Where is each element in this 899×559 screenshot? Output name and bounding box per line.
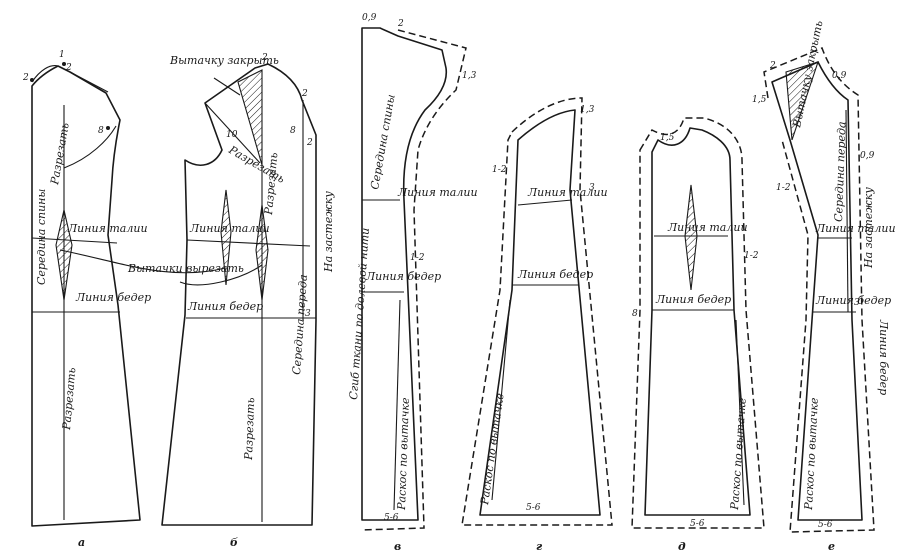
piece-c: 0,9 2 1,3 1-2 Сгиб ткани по долевой нити… bbox=[347, 13, 478, 553]
label-a-waist-1: Линия талии bbox=[67, 222, 148, 235]
label-f-hip: Линия бедер bbox=[815, 294, 891, 307]
label-b-hip: Линия бедер bbox=[187, 300, 263, 313]
label-f-09: 0,9 bbox=[860, 151, 875, 161]
piece-b-waist-dart bbox=[220, 189, 232, 286]
caption-b: б bbox=[230, 536, 238, 549]
label-c-12: 1-2 bbox=[410, 253, 425, 263]
piece-d: 1,3 1-2 3 Линия талии Линия бедер Раскос… bbox=[461, 97, 613, 553]
piece-a-waist-line bbox=[31, 237, 118, 244]
label-b-cut-3: Разрезать bbox=[242, 397, 257, 461]
piece-b-side-dart bbox=[255, 204, 269, 301]
label-e-12: 1-2 bbox=[744, 251, 759, 261]
label-c-2: 2 bbox=[397, 19, 404, 29]
label-b-3: 3 bbox=[305, 309, 311, 319]
label-b-fastener: На застежку bbox=[322, 191, 335, 273]
piece-b-dart-cut bbox=[204, 102, 261, 164]
label-f-09-top: 0,9 bbox=[832, 71, 847, 81]
label-b-8: 8 bbox=[290, 126, 296, 136]
piece-f-outline bbox=[771, 61, 863, 521]
label-a-hip-1: Линия бедер bbox=[75, 291, 151, 304]
piece-a-armhole-cut bbox=[63, 125, 117, 169]
piece-d-outline bbox=[479, 109, 601, 516]
label-d-13: 1,3 bbox=[580, 105, 595, 115]
piece-b-outline bbox=[161, 63, 317, 526]
label-e-15: 1,5 bbox=[660, 133, 675, 143]
label-b-front-center: Середина переда bbox=[290, 274, 310, 375]
piece-c-seam-allowance bbox=[361, 29, 467, 531]
caption-e: д bbox=[678, 540, 686, 553]
label-f-3: 3 bbox=[854, 298, 860, 308]
piece-e-outline bbox=[644, 127, 751, 516]
label-d-hip: Линия бедер bbox=[517, 268, 593, 281]
label-d-hem: 5-6 bbox=[526, 503, 541, 513]
label-b-2-edge: 2 bbox=[306, 138, 313, 148]
caption-d: г bbox=[536, 540, 543, 553]
label-f-2: 2 bbox=[769, 61, 776, 71]
label-darts-close: Вытачку закрыть bbox=[169, 54, 279, 67]
label-a-1: 1 bbox=[59, 50, 65, 60]
piece-b-waist-line bbox=[186, 239, 311, 247]
piece-b-bust-dart bbox=[237, 69, 263, 166]
piece-a-shoulder bbox=[69, 71, 109, 93]
label-f-fastener: На застежку bbox=[862, 187, 875, 269]
label-b-10: 10 bbox=[226, 130, 238, 140]
label-b-2-right: 2 bbox=[301, 89, 308, 99]
label-b-2-top: 2 bbox=[261, 53, 268, 63]
piece-f-front-edge bbox=[845, 109, 849, 313]
label-a-cut-2: Разрезать bbox=[60, 367, 78, 431]
piece-a-neck bbox=[31, 65, 59, 83]
label-a-back-center: Середина спины bbox=[35, 189, 48, 285]
label-c-hip: Линия бедер bbox=[365, 270, 441, 283]
label-c-09: 0,9 bbox=[362, 13, 377, 23]
label-b-cut-2: Разрезать bbox=[262, 152, 280, 216]
piece-a: 1 2 2 8 Разрезать Линия талии Линия беде… bbox=[22, 50, 151, 549]
piece-d-flare-line bbox=[491, 299, 511, 501]
label-d-3: 3 bbox=[589, 183, 595, 193]
piece-c-flare-line bbox=[393, 299, 401, 511]
label-f-waist: Линия талии bbox=[815, 222, 896, 235]
pointer-darts-cut-1 bbox=[59, 249, 226, 274]
label-e-8: 8 bbox=[632, 309, 638, 319]
label-c-waist: Линия талии bbox=[397, 186, 478, 199]
piece-d-waist-line bbox=[517, 199, 573, 206]
piece-f-dart bbox=[785, 61, 819, 141]
label-a-cut: Разрезать bbox=[48, 122, 72, 187]
label-d-flare: Раскос по вытачке bbox=[478, 392, 507, 507]
label-f-hem: 5-6 bbox=[818, 520, 833, 530]
label-f-hip-right: Линия бедер bbox=[877, 319, 890, 395]
pointer-darts-close bbox=[213, 77, 241, 96]
label-c-hem: 5-6 bbox=[384, 513, 399, 523]
label-a-8: 8 bbox=[98, 126, 104, 136]
label-c-13: 1,3 bbox=[462, 71, 477, 81]
caption-f: е bbox=[828, 540, 835, 553]
piece-e: 1,5 1-2 8 Линия талии Линия бедер Раскос… bbox=[631, 117, 765, 553]
piece-e-seam-allowance bbox=[631, 117, 765, 529]
label-a-2-left: 2 bbox=[22, 73, 29, 83]
caption-a: а bbox=[78, 536, 85, 549]
label-f-15: 1,5 bbox=[752, 95, 767, 105]
piece-b: 2 2 10 8 2 3 Разрезать Разрезать Линия т… bbox=[161, 53, 335, 549]
label-d-waist: Линия талии bbox=[527, 186, 608, 199]
label-e-waist: Линия талии bbox=[667, 221, 748, 234]
label-f-front-center: Середина переда bbox=[832, 121, 849, 222]
label-c-back-center: Середина спины bbox=[368, 93, 398, 190]
label-f-flare: Раскос по вытачке bbox=[802, 397, 821, 511]
piece-a-dart bbox=[55, 209, 73, 301]
label-d-12: 1-2 bbox=[492, 165, 507, 175]
piece-e-dart bbox=[684, 184, 698, 291]
label-b-waist: Линия талии bbox=[189, 222, 270, 235]
piece-c-outline bbox=[361, 27, 448, 521]
label-e-hem: 5-6 bbox=[690, 519, 705, 529]
label-a-2-right: 2 bbox=[65, 63, 72, 73]
label-e-hip: Линия бедер bbox=[655, 293, 731, 306]
piece-f: 2 0,9 1,5 0,9 1-2 3 Вытачку закрыть Сере… bbox=[752, 19, 896, 553]
piece-a-outline bbox=[31, 65, 141, 527]
piece-e-flare-line bbox=[735, 319, 745, 506]
label-c-grain-fold: Сгиб ткани по долевой нити bbox=[347, 227, 372, 400]
piece-f-seam-allowance bbox=[763, 47, 875, 533]
label-f-12: 1-2 bbox=[776, 183, 791, 193]
label-c-flare: Раскос по вытачке bbox=[395, 397, 412, 511]
caption-c: в bbox=[394, 540, 401, 553]
